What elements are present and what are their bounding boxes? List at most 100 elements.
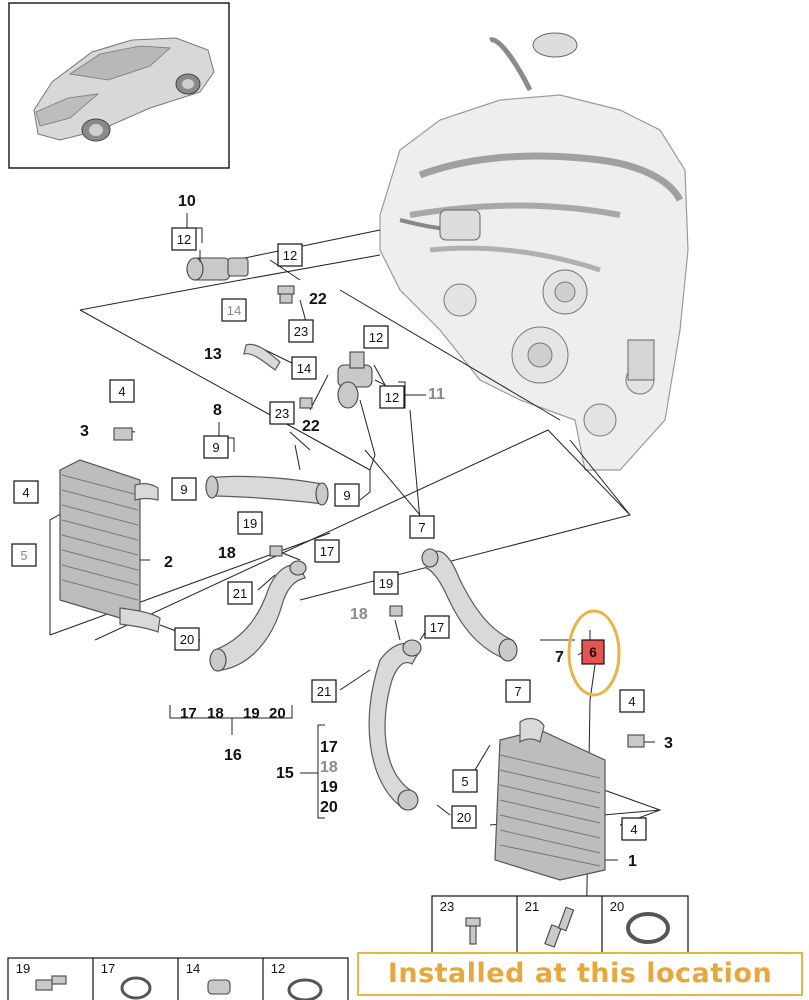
callout-box-frame (171, 227, 197, 251)
callout-box-frame (11, 543, 37, 567)
highlight-part-6[interactable]: 6 (567, 609, 621, 697)
strip-bottom-label-2: 17 (101, 961, 115, 976)
callout-box-c20a: 20 (174, 627, 200, 651)
callout-box-frame (269, 401, 295, 425)
callout-box-frame (505, 679, 531, 703)
strip-right-label-3: 20 (610, 899, 624, 914)
clamp-20-icon (626, 912, 670, 944)
callout-box-c23a: 23 (288, 319, 314, 343)
ring-17-icon (120, 976, 152, 1000)
callout-box-c21b: 21 (311, 679, 337, 703)
strip-bottom-label-4: 12 (271, 961, 285, 976)
callout-box-c19b: 19 (373, 571, 399, 595)
callout-8: 8 (213, 402, 222, 419)
group-16-20: 20 (269, 705, 286, 722)
callout-box-c17b: 17 (424, 615, 450, 639)
callout-box-c4b: 4 (13, 480, 39, 504)
callout-box-number: 5 (461, 774, 468, 789)
bracket-15 (300, 724, 325, 819)
callout-box-number: 4 (118, 384, 125, 399)
callout-box-number: 14 (297, 361, 311, 376)
charge-pipe-21b (368, 605, 422, 811)
callout-box-c5b: 5 (452, 769, 478, 793)
sub-15-19: 19 (320, 779, 338, 796)
callout-box-c21a: 21 (227, 581, 253, 605)
callout-box-frame (424, 615, 450, 639)
callout-22b: 22 (302, 418, 320, 435)
strip-right-label-2: 21 (525, 899, 539, 914)
bolt-21-icon (544, 906, 575, 948)
bracket-16 (169, 705, 293, 735)
charge-pipe-21a (209, 545, 307, 672)
callout-box-number: 14 (227, 303, 241, 318)
callout-box-number: 4 (628, 694, 635, 709)
callout-box-frame (203, 435, 229, 459)
strip-bottom-label-3: 14 (186, 961, 200, 976)
callout-box-c9c: 9 (334, 483, 360, 507)
callout-box-number: 19 (243, 516, 257, 531)
callout-box-number: 23 (275, 406, 289, 421)
callout-10-digit1: 1 (178, 193, 187, 210)
callout-box-frame (311, 679, 337, 703)
callout-box-frame (288, 319, 314, 343)
callout-box-c5a: 5 (11, 543, 37, 567)
callout-box-number: 12 (385, 390, 399, 405)
callout-15: 15 (276, 765, 294, 782)
strip-bottom-label-1: 19 (16, 961, 30, 976)
callout-box-c12c: 12 (363, 325, 389, 349)
callout-box-frame (237, 511, 263, 535)
callout-box-c14a: 14 (221, 298, 247, 322)
callout-box-number: 9 (180, 482, 187, 497)
callout-box-number: 21 (317, 684, 331, 699)
callout-box-c12a: 12 (171, 227, 197, 251)
group-16-17: 17 (180, 705, 197, 722)
callout-box-c9b: 9 (171, 477, 197, 501)
callout-box-frame (314, 539, 340, 563)
callout-box-c23b: 23 (269, 401, 295, 425)
callout-box-frame (373, 571, 399, 595)
highlight-ring (567, 609, 621, 697)
callout-box-frame (334, 483, 360, 507)
callout-box-number: 20 (180, 632, 194, 647)
bolt-19-icon (35, 975, 67, 991)
callout-box-number: 12 (369, 330, 383, 345)
sub-15-20: 20 (320, 799, 338, 816)
callout-box-c4d: 4 (621, 817, 647, 841)
callout-18a: 18 (218, 545, 236, 562)
callout-box-number: 7 (418, 520, 425, 535)
callout-box-c17a: 17 (314, 539, 340, 563)
callout-10-digit2: 0 (187, 193, 196, 210)
callout-7a: 7 (555, 649, 564, 666)
callout-10: 10 (178, 193, 196, 210)
callout-box-frame (363, 325, 389, 349)
callout-box-frame (452, 769, 478, 793)
callout-box-frame (174, 627, 200, 651)
callout-box-c19a: 19 (237, 511, 263, 535)
callout-box-c4a: 4 (109, 379, 135, 403)
callout-11: 11 (428, 386, 445, 403)
callout-box-number: 21 (233, 586, 247, 601)
callout-box-frame (291, 356, 317, 380)
bolt-23-icon (465, 917, 481, 945)
callout-box-number: 19 (379, 576, 393, 591)
install-location-banner: Installed at this location (357, 952, 803, 996)
clip-14-icon (207, 979, 231, 995)
ring-12-icon (287, 978, 323, 1000)
hose-part-13 (243, 343, 281, 371)
sensor-part-22a (277, 285, 295, 304)
callout-1: 1 (628, 853, 637, 870)
callout-box-number: 17 (430, 620, 444, 635)
callout-box-c14b: 14 (291, 356, 317, 380)
strip-right-label-1: 23 (440, 899, 454, 914)
callout-box-frame (277, 243, 303, 267)
callout-box-number: 23 (294, 324, 308, 339)
callout-box-frame (621, 817, 647, 841)
highlight-part-number: 6 (589, 644, 597, 660)
callout-box-frame (409, 515, 435, 539)
intercooler-right (494, 717, 645, 881)
callout-box-frame (619, 689, 645, 713)
parts-strip-bottom: 19 17 14 12 (7, 957, 349, 1000)
callout-box-frame (171, 477, 197, 501)
callout-box-c20b: 20 (451, 805, 477, 829)
